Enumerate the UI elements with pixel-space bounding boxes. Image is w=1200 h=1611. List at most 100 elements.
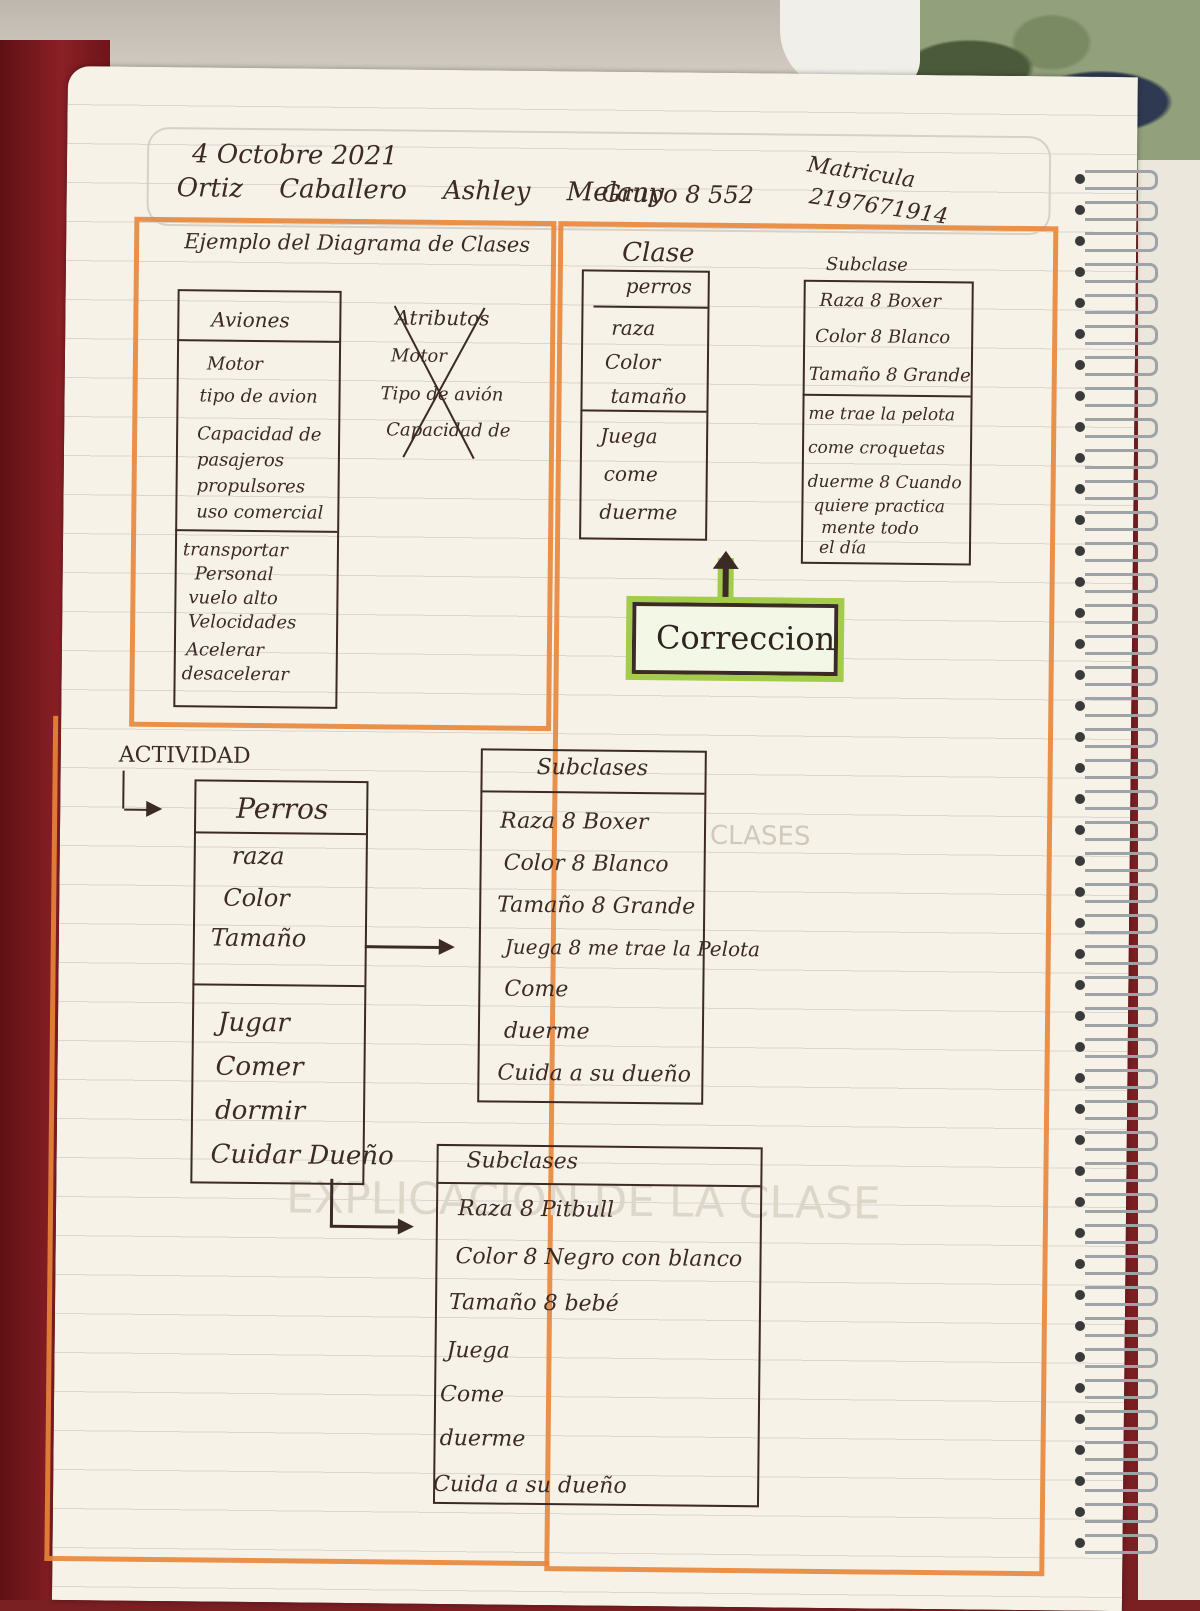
subclase-top-method: duerme 8 Cuando (807, 471, 962, 494)
correccion-box: Correccion (625, 595, 845, 683)
subclases-1-item: duerme (503, 1018, 590, 1045)
spiral-ring (1075, 821, 1158, 841)
example-title: Ejemplo del Diagrama de Clases (184, 229, 531, 257)
subclases-2-item: duerme (439, 1425, 526, 1452)
arrow-right-icon (438, 938, 455, 956)
clase-method: duerme (599, 499, 678, 525)
spiral-ring (1075, 945, 1158, 965)
clase-label: Clase (621, 237, 695, 269)
spiral-ring (1075, 914, 1158, 934)
subclase-top-attribute: Color 8 Blanco (815, 325, 951, 349)
spiral-ring (1075, 697, 1158, 717)
spiral-ring (1075, 1286, 1158, 1306)
spiral-ring (1075, 1317, 1158, 1337)
spiral-ring (1075, 1379, 1158, 1399)
aviones-method: Velocidades (188, 611, 297, 634)
clase-attribute: Color (604, 349, 661, 375)
spiral-ring (1075, 1472, 1158, 1492)
perros-method: Jugar (217, 1007, 290, 1039)
spiral-ring (1075, 759, 1158, 779)
subclase-top-method: quiere practica (813, 495, 946, 518)
spiral-ring (1075, 480, 1158, 500)
spiral-ring (1075, 170, 1158, 190)
aviones-attribute: Motor (206, 353, 263, 376)
aviones-method: desacelerar (181, 663, 289, 686)
subclases-2-item: Come (439, 1381, 505, 1408)
aviones-attribute: Capacidad de (197, 423, 322, 446)
spiral-ring (1075, 790, 1158, 810)
perros-class-name: Perros (236, 791, 329, 826)
arrow-right-icon (146, 800, 163, 818)
correction-arrow-shaft (722, 562, 729, 605)
spiral-ring (1075, 1503, 1158, 1523)
subclases-2-item: Cuida a su dueño (433, 1471, 627, 1499)
spiral-ring (1075, 1441, 1158, 1461)
spiral-ring (1075, 573, 1158, 593)
subclases-1-item: Juega 8 me trae la Pelota (504, 934, 761, 962)
spiral-ring (1075, 449, 1158, 469)
subclase-top-attribute: Raza 8 Boxer (819, 289, 941, 313)
subclases-2-item: Tamaño 8 bebé (448, 1290, 619, 1317)
spiral-ring (1075, 1069, 1158, 1089)
spiral-ring (1075, 263, 1158, 283)
spiral-ring (1075, 1348, 1158, 1368)
arrow-right-icon (397, 1218, 414, 1235)
spiral-ring (1075, 1193, 1158, 1213)
actividad-label: ACTIVIDAD (118, 742, 251, 769)
spiral-ring (1075, 511, 1158, 531)
subclase-top-method: me trae la pelota (808, 403, 956, 426)
spiral-ring (1075, 542, 1158, 562)
actividad-arrow-line (122, 770, 125, 809)
subclases-2-item: Raza 8 Pitbull (457, 1196, 615, 1223)
spiral-ring (1075, 294, 1158, 314)
spiral-ring (1075, 325, 1158, 345)
clase-attribute: raza (611, 315, 656, 341)
subclases-1-item: Raza 8 Boxer (499, 808, 649, 836)
arrow-up-icon (712, 550, 739, 570)
spiral-ring (1075, 976, 1158, 996)
subclase-top-method: come croquetas (807, 437, 945, 460)
arrow-line (329, 1178, 334, 1227)
spiral-ring (1075, 1255, 1158, 1275)
spiral-ring (1075, 232, 1158, 252)
subclases-1-item: Cuida a su dueño (497, 1060, 692, 1088)
spiral-ring (1075, 356, 1158, 376)
spiral-ring (1075, 1007, 1158, 1027)
faint-text: CLASES (709, 820, 811, 852)
spiral-ring (1075, 604, 1158, 624)
spiral-ring (1075, 1131, 1158, 1151)
aviones-method: vuelo alto (188, 587, 278, 610)
subclases-1-item: Color 8 Blanco (503, 850, 669, 878)
aviones-attribute: propulsores (196, 475, 306, 498)
subclases-2-item: Color 8 Negro con blanco (455, 1244, 743, 1273)
spiral-ring (1075, 1534, 1158, 1554)
spiral-ring (1075, 1224, 1158, 1244)
spiral-ring (1075, 635, 1158, 655)
spiral-ring (1075, 883, 1158, 903)
notebook-spiral (1075, 170, 1175, 1590)
aviones-attribute: tipo de avion (199, 385, 318, 408)
spiral-ring (1075, 1162, 1158, 1182)
spiral-ring (1075, 666, 1158, 686)
clase-name: perros (625, 273, 692, 299)
perros-attribute: raza (231, 841, 285, 871)
notebook-page: 4 Octobre 2021 Ortiz Caballero Ashley Me… (44, 66, 1138, 1611)
clase-method: Juega (600, 423, 658, 449)
spiral-ring (1075, 1038, 1158, 1058)
aviones-method: Personal (194, 563, 274, 586)
aviones-method: transportar (182, 539, 288, 562)
crossed-item: Capacidad de (386, 419, 511, 442)
subclases-2-title: Subclases (466, 1148, 579, 1175)
perros-method: Cuidar Dueño (210, 1139, 394, 1172)
subclases-box-1 (477, 748, 707, 1105)
subclase-top-method: mente todo (821, 517, 919, 539)
spiral-ring (1075, 387, 1158, 407)
subclase-top-label: Subclase (825, 253, 908, 276)
group: Grupo 8 552 (601, 179, 755, 210)
aviones-attribute: uso comercial (196, 501, 324, 524)
next-page-edge (1138, 160, 1200, 1600)
subclases-1-item: Tamaño 8 Grande (497, 892, 696, 920)
aviones-attribute: pasajeros (196, 449, 285, 472)
correccion-label: Correccion (655, 618, 836, 659)
spiral-ring (1075, 418, 1158, 438)
